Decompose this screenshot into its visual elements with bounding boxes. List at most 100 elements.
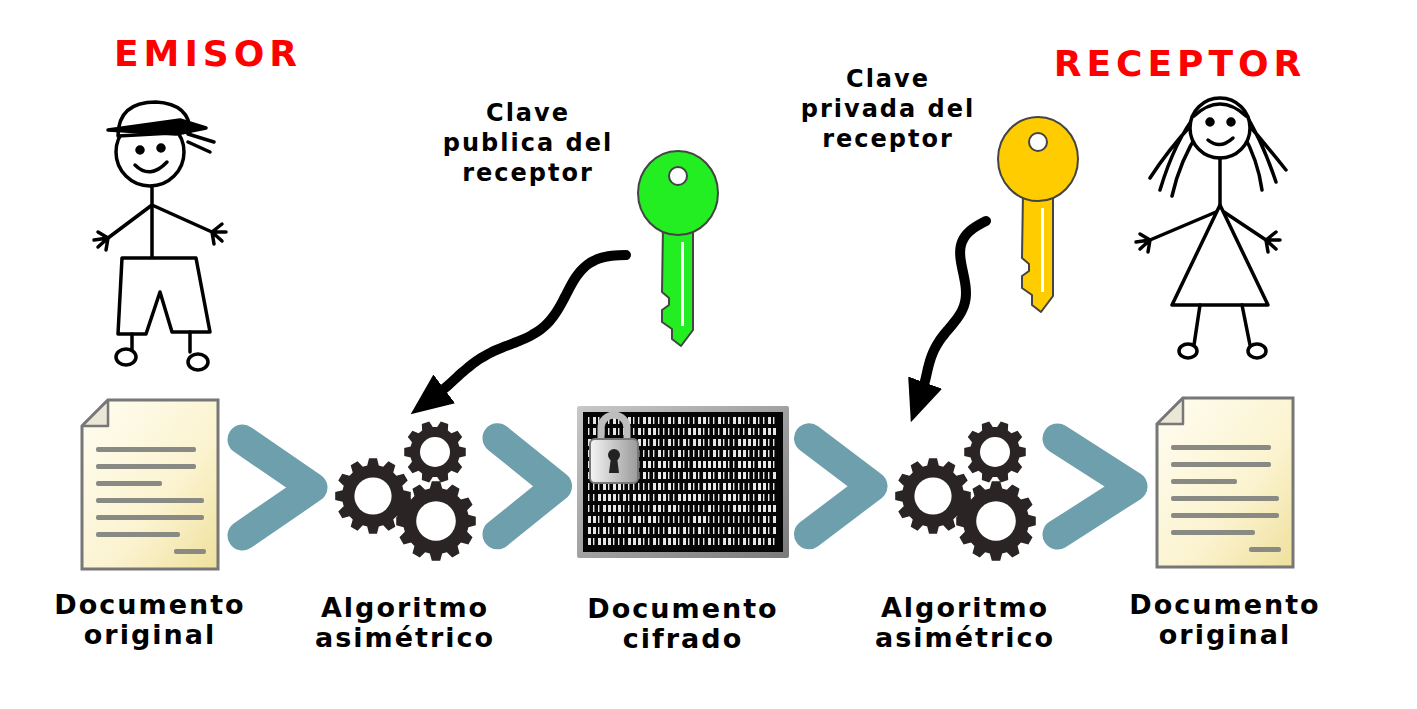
binary-digit-mark — [618, 494, 619, 501]
binary-digit-mark — [633, 516, 636, 523]
binary-digit-mark — [593, 494, 594, 501]
binary-digit-mark — [653, 538, 656, 545]
binary-digit-mark — [753, 439, 756, 446]
binary-digit-mark — [688, 450, 689, 457]
binary-digit-mark — [733, 505, 736, 512]
binary-digit-mark — [738, 461, 741, 468]
binary-digit-mark — [763, 505, 766, 512]
binary-digit-mark — [613, 527, 614, 534]
sender-figure — [108, 120, 206, 134]
binary-digit-mark — [593, 428, 596, 435]
sender-figure — [132, 332, 190, 352]
binary-digit-mark — [698, 439, 701, 446]
binary-digit-mark — [748, 527, 749, 534]
binary-texture — [588, 417, 776, 545]
sender-figure — [188, 354, 208, 370]
binary-digit-mark — [758, 516, 759, 523]
binary-digit-mark — [728, 417, 729, 424]
binary-digit-mark — [643, 483, 644, 490]
sender-figure — [94, 232, 108, 250]
binary-digit-mark — [648, 516, 651, 523]
binary-digit-mark — [693, 494, 696, 501]
binary-digit-mark — [643, 450, 644, 457]
binary-digit-mark — [733, 450, 736, 457]
binary-digit-mark — [703, 439, 704, 446]
binary-digit-mark — [663, 538, 666, 545]
binary-digit-mark — [643, 417, 646, 424]
screen-frame — [577, 406, 789, 558]
binary-digit-mark — [763, 461, 766, 468]
binary-digit-mark — [668, 494, 669, 501]
sender-figure — [118, 258, 210, 334]
binary-digit-mark — [673, 428, 674, 435]
binary-digit-mark — [658, 472, 661, 479]
binary-digit-mark — [648, 439, 649, 446]
key-hole — [1029, 133, 1047, 151]
sender-figure — [135, 162, 167, 172]
receiver-figure — [1179, 344, 1197, 358]
binary-digit-mark — [718, 538, 719, 545]
binary-digit-mark — [773, 417, 774, 424]
binary-digit-mark — [703, 505, 704, 512]
binary-digit-mark — [768, 461, 771, 468]
binary-digit-mark — [663, 417, 664, 424]
binary-digit-mark — [628, 538, 631, 545]
gear-hole — [914, 477, 951, 514]
binary-digit-mark — [698, 472, 699, 479]
binary-digit-mark — [698, 516, 701, 523]
binary-digit-mark — [638, 483, 639, 490]
binary-digit-mark — [698, 483, 699, 490]
role-label: EMISOR — [114, 34, 302, 74]
text-line — [96, 532, 180, 537]
binary-digit-mark — [713, 483, 716, 490]
binary-digit-mark — [768, 483, 769, 490]
binary-digit-mark — [763, 494, 764, 501]
binary-digit-mark — [688, 417, 689, 424]
receiver-figure — [1194, 305, 1250, 345]
binary-digit-mark — [728, 516, 729, 523]
binary-digit-mark — [683, 483, 684, 490]
binary-digit-mark — [693, 538, 694, 545]
binary-digit-mark — [758, 505, 761, 512]
binary-digit-mark — [718, 417, 721, 424]
binary-digit-mark — [658, 516, 659, 523]
binary-digit-mark — [638, 417, 639, 424]
binary-digit-mark — [743, 428, 744, 435]
binary-digit-mark — [638, 538, 641, 545]
binary-digit-mark — [768, 527, 769, 534]
binary-digit-mark — [633, 494, 636, 501]
binary-digit-mark — [738, 483, 739, 490]
binary-digit-mark — [683, 538, 686, 545]
binary-digit-mark — [768, 516, 769, 523]
binary-digit-mark — [628, 527, 631, 534]
binary-digit-mark — [698, 417, 701, 424]
binary-digit-mark — [703, 472, 706, 479]
binary-digit-mark — [708, 450, 709, 457]
binary-digit-mark — [693, 505, 694, 512]
receiver-figure — [1136, 234, 1150, 252]
key-label: Clave privada del receptor — [788, 64, 988, 154]
gear — [396, 481, 476, 561]
binary-digit-mark — [618, 505, 621, 512]
binary-digit-mark — [763, 428, 766, 435]
binary-digit-mark — [748, 461, 751, 468]
binary-digit-mark — [738, 494, 739, 501]
binary-digit-mark — [703, 516, 706, 523]
binary-digit-mark — [733, 538, 734, 545]
gear-hole — [416, 501, 456, 541]
binary-digit-mark — [748, 439, 751, 446]
paper-sheet — [1157, 398, 1293, 567]
binary-digit-mark — [688, 483, 691, 490]
binary-digit-mark — [663, 505, 664, 512]
binary-digit-mark — [603, 527, 606, 534]
binary-digit-mark — [703, 527, 704, 534]
binary-digit-mark — [603, 538, 606, 545]
binary-digit-mark — [688, 461, 689, 468]
binary-digit-mark — [718, 516, 719, 523]
binary-digit-mark — [713, 516, 714, 523]
binary-digit-mark — [653, 461, 654, 468]
binary-digit-mark — [658, 461, 661, 468]
node-caption: Algoritmo asimétrico — [315, 593, 495, 653]
binary-digit-mark — [663, 428, 664, 435]
binary-digit-mark — [613, 494, 616, 501]
